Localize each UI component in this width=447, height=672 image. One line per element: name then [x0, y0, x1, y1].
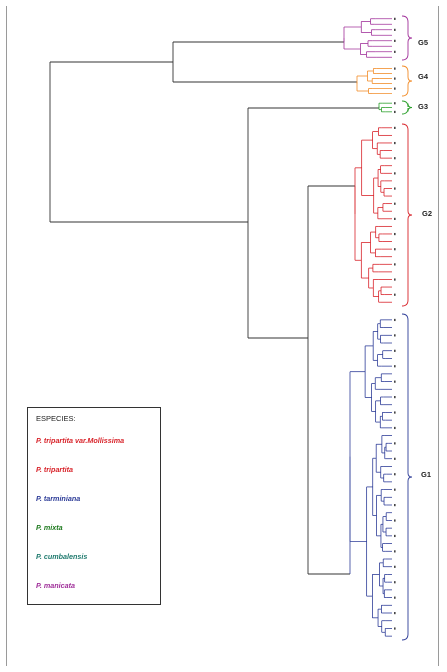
- leaf-marker: [394, 102, 396, 105]
- leaf-marker: [394, 202, 396, 205]
- group-label-g2: G2: [422, 209, 433, 218]
- leaf-marker: [394, 232, 396, 236]
- brace-g2: [401, 123, 413, 307]
- leaf-marker: [394, 157, 396, 160]
- group-label-g5: G5: [418, 38, 429, 47]
- leaf-marker: [394, 581, 396, 584]
- leaf-marker: [394, 293, 396, 296]
- leaf-marker: [394, 473, 396, 476]
- cluster-g5: [343, 18, 392, 58]
- leaf-marker: [394, 396, 396, 399]
- species-legend: ESPECIES: P. tripartita var.Mollissima P…: [27, 407, 161, 605]
- leaf-marker: [394, 565, 396, 568]
- legend-item-cumbalensis: P. cumbalensis: [36, 552, 88, 561]
- leaf-marker: [394, 278, 396, 281]
- leaf-marker: [394, 612, 396, 615]
- leaf-marker: [394, 442, 396, 445]
- leaf-marker: [394, 77, 396, 80]
- group-label-g4: G4: [418, 72, 429, 81]
- leaf-marker: [394, 187, 396, 190]
- legend-item-mixta: P. mixta: [36, 523, 63, 532]
- legend-item-tripartita: P. tripartita: [36, 465, 74, 474]
- brace-g1: [401, 313, 413, 641]
- leaf-marker: [394, 504, 396, 507]
- leaf-marker: [394, 411, 396, 414]
- cluster-g2: [354, 127, 392, 303]
- leaf-marker: [394, 248, 396, 251]
- leaf-marker: [394, 365, 396, 368]
- leaf-marker: [394, 349, 396, 352]
- leaf-marker: [394, 596, 396, 599]
- leaf-marker: [394, 50, 396, 53]
- brace-g3: [401, 100, 413, 115]
- leaf-marker: [394, 17, 396, 20]
- leaf-marker: [394, 126, 396, 129]
- leaf-marker: [394, 488, 396, 491]
- leaf-marker: [394, 318, 396, 322]
- leaf-marker: [394, 519, 396, 522]
- leaf-marker: [394, 457, 396, 460]
- leaf-marker: [394, 67, 396, 70]
- cluster-g4: [356, 68, 392, 94]
- group-label-g1: G1: [421, 470, 432, 479]
- legend-item-manicata: P. manicata: [36, 581, 76, 590]
- leaf-marker: [394, 426, 396, 430]
- leaf-marker: [394, 39, 396, 42]
- leaf-marker: [394, 534, 396, 538]
- leaf-marker: [394, 110, 396, 114]
- cluster-g1: [349, 319, 392, 637]
- legend-item-tarminiana: P. tarminiana: [36, 494, 81, 503]
- cluster-g3: [378, 102, 392, 113]
- figure-frame: [6, 6, 439, 666]
- group-label-g3: G3: [418, 102, 429, 111]
- leaf-marker: [394, 141, 396, 145]
- legend-title: ESPECIES:: [36, 414, 76, 423]
- brace-g4: [401, 65, 413, 97]
- leaf-marker: [394, 217, 396, 220]
- leaf-marker: [394, 28, 396, 31]
- leaf-marker: [394, 87, 396, 90]
- leaf-marker: [394, 380, 396, 383]
- legend-item-tripartita-mollissima: P. tripartita var.Mollissima: [36, 436, 125, 445]
- dendrogram-trunk: [49, 41, 379, 575]
- brace-g5: [401, 15, 413, 61]
- leaf-marker: [394, 627, 396, 630]
- leaf-marker: [394, 334, 396, 337]
- leaf-marker: [394, 550, 396, 553]
- leaf-marker: [394, 263, 396, 266]
- leaf-marker: [394, 172, 396, 175]
